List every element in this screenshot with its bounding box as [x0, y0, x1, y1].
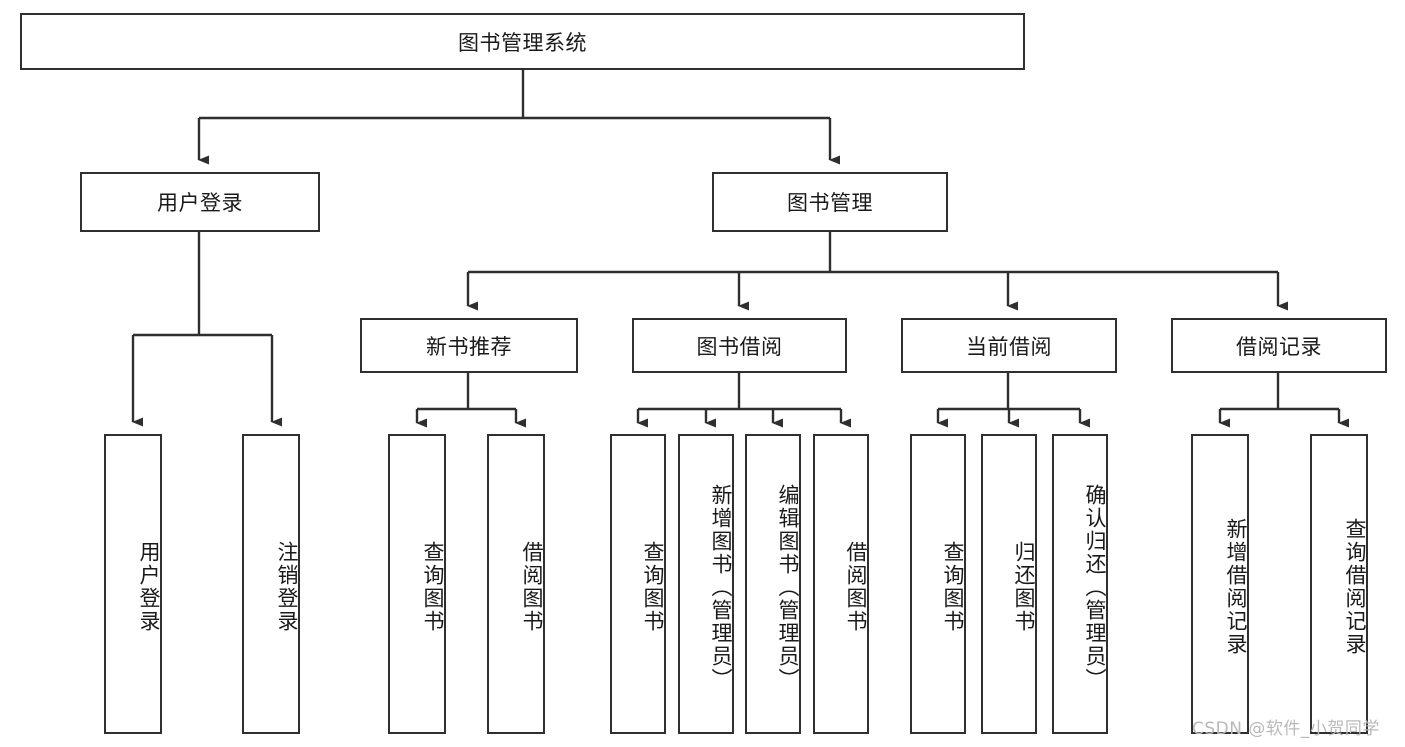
node-label: 用户登录	[137, 541, 161, 633]
node-leaf-edit-book-admin[interactable]: 编辑图书（管理员）	[745, 434, 801, 734]
node-borrow-record[interactable]: 借阅记录	[1171, 318, 1387, 373]
node-label: 用户登录	[157, 191, 243, 215]
node-leaf-add-borrow-record[interactable]: 新增借阅记录	[1191, 434, 1249, 734]
node-current-borrow[interactable]: 当前借阅	[901, 318, 1117, 373]
node-label: 借阅记录	[1236, 334, 1322, 359]
node-leaf-borrow-book[interactable]: 借阅图书	[813, 434, 869, 734]
node-leaf-confirm-return-admin[interactable]: 确认归还（管理员）	[1052, 434, 1108, 734]
node-label: 查询图书	[641, 541, 665, 633]
node-label: 查询图书	[941, 541, 965, 633]
connector-root-to-level2	[197, 70, 840, 165]
connector-new-book-rec-to-leaves	[415, 373, 526, 428]
node-user-login[interactable]: 用户登录	[80, 172, 320, 232]
node-label: 图书管理系统	[458, 30, 587, 55]
node-label: 归还图书	[1012, 541, 1036, 633]
node-label: 图书管理	[787, 191, 873, 215]
node-new-book-recommend[interactable]: 新书推荐	[360, 318, 578, 373]
node-book-borrow[interactable]: 图书借阅	[632, 318, 847, 373]
node-leaf-query-borrow-record[interactable]: 查询借阅记录	[1310, 434, 1368, 734]
node-label: 查询图书	[421, 541, 445, 633]
node-label: 图书借阅	[696, 334, 783, 359]
node-leaf-borrow-book-rec[interactable]: 借阅图书	[487, 434, 545, 734]
node-label: 确认归还（管理员）	[1083, 483, 1107, 691]
connector-book-mgmt-to-level3	[466, 232, 1288, 311]
node-leaf-add-book-admin[interactable]: 新增图书（管理员）	[678, 434, 734, 734]
node-leaf-query-book-current[interactable]: 查询图书	[910, 434, 966, 734]
node-leaf-return-book[interactable]: 归还图书	[981, 434, 1037, 734]
node-label: 编辑图书（管理员）	[776, 483, 800, 691]
connector-user-login-to-leaves	[131, 232, 282, 427]
node-book-management[interactable]: 图书管理	[712, 172, 948, 232]
node-label: 查询借阅记录	[1343, 518, 1367, 656]
node-leaf-query-book-borrow[interactable]: 查询图书	[610, 434, 666, 734]
node-label: 借阅图书	[520, 541, 544, 633]
node-label: 新增借阅记录	[1224, 518, 1248, 656]
node-label: 当前借阅	[966, 334, 1052, 359]
node-leaf-user-login[interactable]: 用户登录	[104, 434, 162, 734]
connector-book-borrow-to-leaves	[636, 373, 851, 428]
connector-current-borrow-to-leaves	[936, 373, 1090, 428]
node-label: 新增图书（管理员）	[709, 483, 733, 691]
connector-borrow-record-to-leaves	[1218, 373, 1349, 428]
node-leaf-logout[interactable]: 注销登录	[242, 434, 300, 734]
node-leaf-query-book-rec[interactable]: 查询图书	[388, 434, 446, 734]
node-root-system[interactable]: 图书管理系统	[20, 13, 1025, 70]
node-label: 注销登录	[275, 541, 299, 633]
node-label: 借阅图书	[844, 541, 868, 633]
node-label: 新书推荐	[426, 334, 512, 359]
